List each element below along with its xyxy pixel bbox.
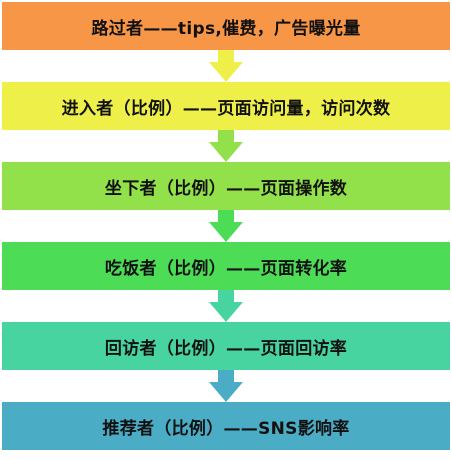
down-arrow-icon bbox=[209, 130, 243, 162]
down-arrow-icon bbox=[209, 210, 243, 242]
stage-sitter-label: 坐下者（比例）——页面操作数 bbox=[104, 178, 348, 199]
stage-recommender-label: 推荐者（比例）——SNS影响率 bbox=[102, 418, 350, 439]
down-arrow-icon bbox=[209, 290, 243, 322]
stage-passerby: 路过者——tips,催费，广告曝光量 bbox=[2, 2, 450, 50]
down-arrow-icon bbox=[209, 50, 243, 82]
stage-passerby-label: 路过者——tips,催费，广告曝光量 bbox=[91, 18, 361, 39]
down-arrow-shape bbox=[209, 210, 243, 242]
down-arrow-shape bbox=[209, 50, 243, 82]
stage-entrant: 进入者（比例）——页面访问量，访问次数 bbox=[2, 82, 450, 130]
stage-diner-label: 吃饭者（比例）——页面转化率 bbox=[104, 258, 348, 279]
stage-diner: 吃饭者（比例）——页面转化率 bbox=[2, 242, 450, 290]
stage-returner: 回访者（比例）——页面回访率 bbox=[2, 322, 450, 370]
down-arrow-shape bbox=[209, 370, 243, 402]
down-arrow-shape bbox=[209, 290, 243, 322]
down-arrow-icon bbox=[209, 370, 243, 402]
stage-returner-label: 回访者（比例）——页面回访率 bbox=[104, 338, 348, 359]
stage-recommender: 推荐者（比例）——SNS影响率 bbox=[2, 402, 450, 450]
stage-sitter: 坐下者（比例）——页面操作数 bbox=[2, 162, 450, 210]
stage-entrant-label: 进入者（比例）——页面访问量，访问次数 bbox=[61, 98, 391, 119]
down-arrow-shape bbox=[209, 130, 243, 162]
